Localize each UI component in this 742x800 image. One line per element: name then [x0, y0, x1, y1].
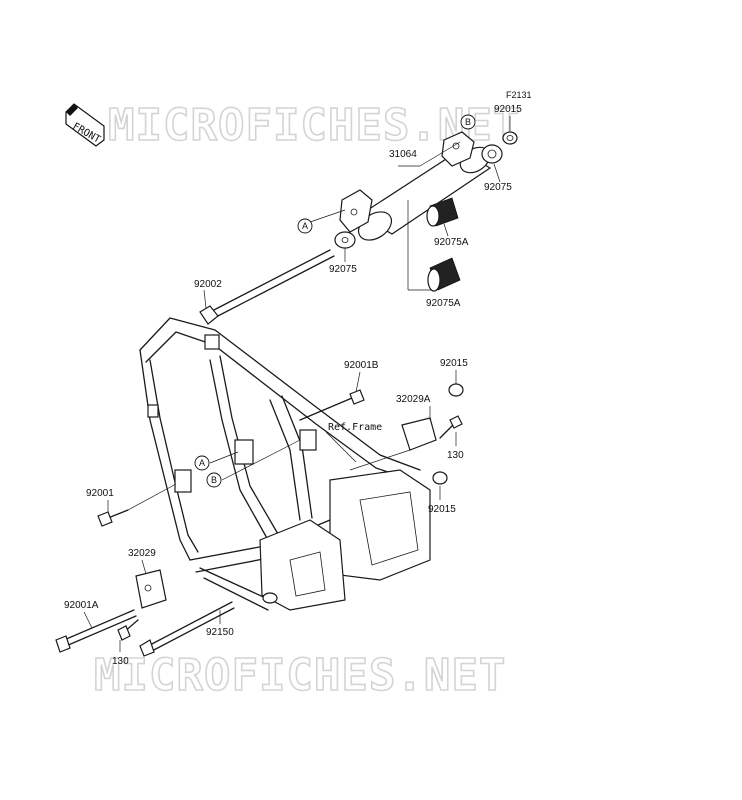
- label-92015-top: 92015: [494, 104, 522, 115]
- bolt-92001A: [55, 609, 137, 653]
- nut-92015-mid: [448, 383, 464, 397]
- label-92002: 92002: [194, 279, 222, 290]
- bushing-92075A-bottom: [427, 257, 461, 292]
- label-92075-right: 92075: [484, 182, 512, 193]
- bolt-92001: [97, 509, 129, 527]
- label-32029A: 32029A: [396, 394, 431, 405]
- bolt-92001B: [299, 389, 365, 421]
- svg-text:B: B: [211, 475, 217, 485]
- front-arrow-icon: FRONT: [65, 103, 105, 147]
- label-92075A-bottom: 92075A: [426, 298, 461, 309]
- watermark-bottom: MICROFICHES.NET: [94, 650, 506, 701]
- svg-text:A: A: [199, 458, 205, 468]
- nut-92015-low: [432, 471, 448, 485]
- bushing-92075A-top: [426, 197, 459, 227]
- label-92150: 92150: [206, 627, 234, 638]
- label-92075-left: 92075: [329, 264, 357, 275]
- label-92001A: 92001A: [64, 600, 99, 611]
- nut-92015-top: [502, 131, 518, 145]
- label-130-left: 130: [112, 656, 129, 667]
- callout-b-top: B: [460, 114, 476, 130]
- label-32029: 32029: [128, 548, 156, 559]
- label-92015-low: 92015: [428, 504, 456, 515]
- motorcycle-frame: [139, 317, 431, 611]
- mount-bracket-31064: [339, 131, 492, 241]
- bracket-32029A: [349, 417, 437, 471]
- bolt-92002: [199, 249, 335, 325]
- label-130-right: 130: [447, 450, 464, 461]
- svg-text:B: B: [465, 117, 471, 127]
- label-92015-mid: 92015: [440, 358, 468, 369]
- callout-b-frame: B: [206, 472, 222, 488]
- svg-text:A: A: [302, 221, 308, 231]
- callout-a-frame: A: [194, 455, 210, 471]
- label-31064: 31064: [389, 149, 417, 160]
- washer-92075-left: [334, 231, 356, 249]
- callout-a-top: A: [297, 218, 313, 234]
- bracket-32029: [135, 569, 167, 609]
- label-ref-frame: Ref.Frame: [328, 422, 382, 433]
- leader-lines: [83, 116, 511, 652]
- bolt-130-right: [439, 415, 463, 439]
- label-92001: 92001: [86, 488, 114, 499]
- label-92075A-top: 92075A: [434, 237, 469, 248]
- bushing-92075-right: [481, 144, 503, 164]
- bolt-130-left: [117, 619, 139, 641]
- label-92001B: 92001B: [344, 360, 379, 371]
- figure-code: F2131: [506, 90, 532, 100]
